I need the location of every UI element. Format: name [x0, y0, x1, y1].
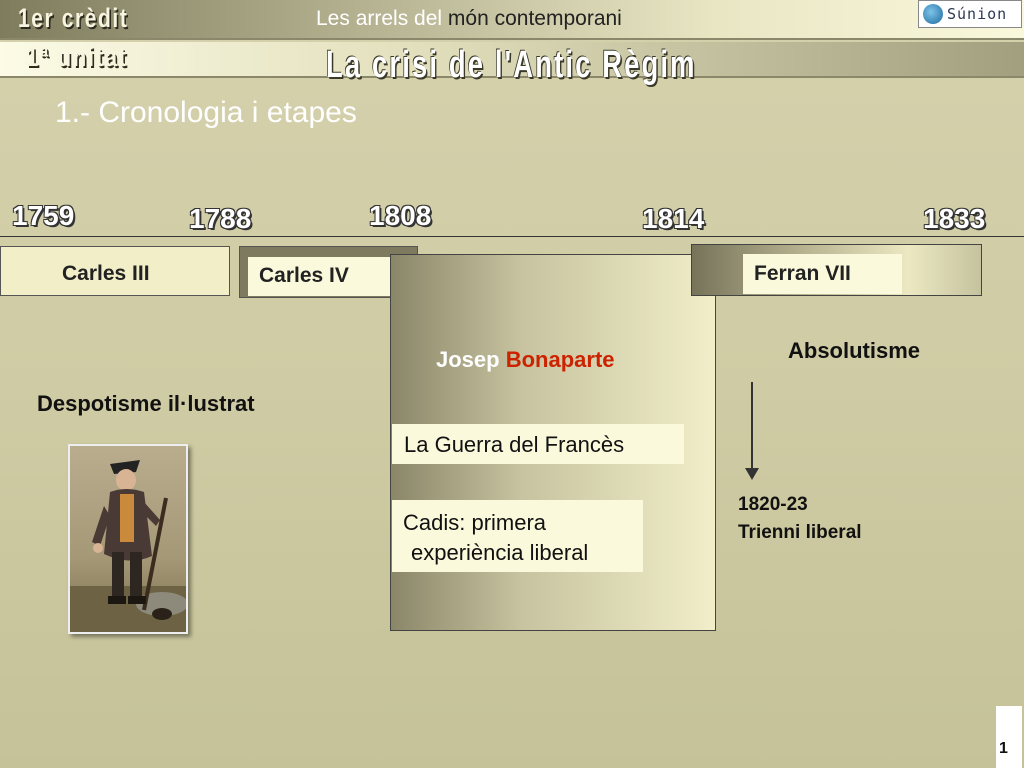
- cadis-line2: experiència liberal: [411, 540, 589, 565]
- header-title-part3: món contemporani: [447, 7, 622, 30]
- guerra-label: La Guerra del Francès: [404, 432, 625, 457]
- ferran7-label-bg: [743, 254, 902, 294]
- timeline-line: [0, 236, 1024, 237]
- year-1788: 1788: [189, 203, 252, 234]
- globe-icon: [923, 4, 943, 24]
- trienni-note: 1820-23 Trienni liberal: [738, 491, 862, 547]
- absolutisme-label: Absolutisme: [788, 338, 921, 363]
- guerra-box: La Guerra del Francès: [392, 424, 684, 464]
- subheader-bar: [0, 42, 1024, 78]
- carles4-label-bg: [248, 257, 395, 296]
- header-title: Les arrels del món contemporani: [316, 7, 622, 31]
- trienni-arrow-line: [751, 382, 753, 472]
- page-number-box: [996, 706, 1022, 768]
- unit-label: 1ª unitat: [26, 42, 128, 72]
- main-title: La crisi de l'Antic Règim: [326, 44, 697, 86]
- year-1833: 1833: [923, 203, 986, 234]
- cadis-line1: Cadis: primera: [403, 510, 547, 535]
- section-heading: 1.- Cronologia i etapes: [55, 96, 357, 129]
- sunion-logo: Súnion: [918, 0, 1022, 28]
- josep-text: Josep: [436, 347, 500, 372]
- page-number: 1: [999, 740, 1008, 757]
- header-title-part1: Les arrels: [316, 7, 409, 30]
- down-arrow-icon: [745, 468, 759, 480]
- header-title-part2: del: [414, 7, 443, 30]
- year-1759: 1759: [12, 200, 75, 231]
- year-1808: 1808: [369, 200, 432, 231]
- trienni-years: 1820-23: [738, 494, 808, 515]
- header-bar: [0, 0, 1024, 40]
- despotisme-label: Despotisme il·lustrat: [37, 391, 255, 416]
- carles3-box: [0, 246, 230, 296]
- logo-text: Súnion: [947, 5, 1008, 23]
- cadis-box: Cadis: primera experiència liberal: [392, 500, 643, 572]
- josep-bonaparte-label: Josep Bonaparte: [436, 347, 615, 373]
- carles4-label: Carles IV: [259, 264, 349, 287]
- ferran7-label: Ferran VII: [754, 262, 851, 285]
- carles3-portrait: [68, 444, 188, 634]
- bonaparte-text: Bonaparte: [505, 347, 615, 372]
- credit-label: 1er crèdit: [18, 3, 129, 33]
- year-1814: 1814: [642, 203, 705, 234]
- portrait-image: [70, 446, 188, 632]
- carles3-label: Carles III: [62, 262, 150, 285]
- trienni-label: Trienni liberal: [738, 522, 862, 543]
